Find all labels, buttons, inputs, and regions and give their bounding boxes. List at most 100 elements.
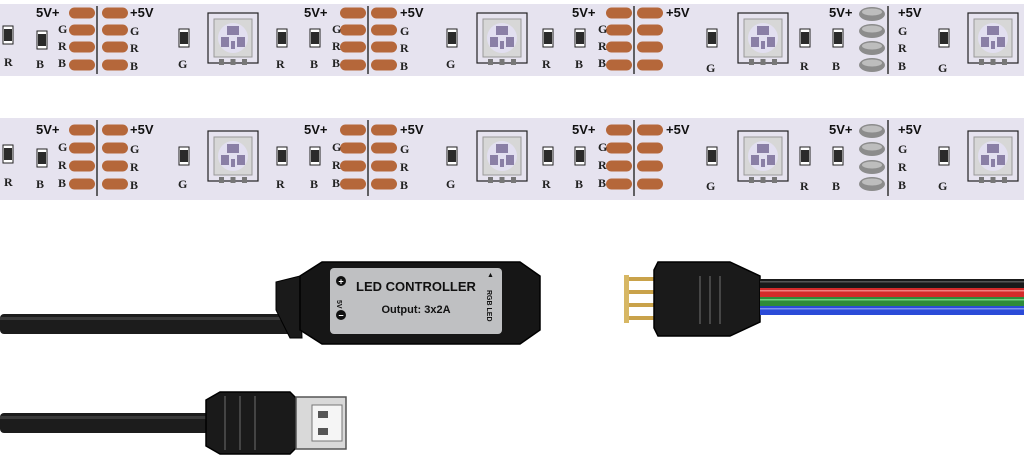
label-r: R (898, 160, 907, 174)
controller-label (330, 268, 502, 334)
label-b: B (58, 176, 66, 190)
led-strip-bottom: 5V+ +5V G R B R B G R B G R B G R B 5V+ … (0, 118, 1024, 200)
rgb-led-chip (207, 12, 259, 66)
label-plus-5v: +5V (400, 122, 424, 137)
label-g: G (58, 140, 67, 154)
label-b: B (130, 59, 138, 73)
label-5v-plus: 5V+ (36, 122, 60, 137)
label-g: G (446, 177, 455, 191)
label-b: B (36, 57, 44, 71)
label-r: R (58, 158, 67, 172)
connector-housing (653, 261, 761, 337)
label-plus-5v: +5V (666, 5, 690, 20)
voltage-label: 5V (335, 300, 342, 309)
rgb-led-chip (967, 130, 1019, 184)
rgb-led-side-label: RGB LED (485, 290, 492, 322)
label-b: B (575, 177, 583, 191)
label-plus-5v: +5V (898, 5, 922, 20)
strip-labels: 5V+ +5V G R B R B G R B G R B G R B 5V+ … (4, 5, 947, 75)
label-r: R (400, 41, 409, 55)
label-5v-plus: 5V+ (829, 122, 853, 137)
led-controller-assembly: LED CONTROLLER Output: 3x2A + 5V − ▲ RGB… (0, 261, 541, 345)
label-b: B (598, 176, 606, 190)
minus-marker-icon (336, 310, 346, 320)
rgb-led-chip (737, 130, 789, 184)
label-g: G (58, 22, 67, 36)
rgb-led-chip (476, 12, 528, 66)
label-5v-plus: 5V+ (829, 5, 853, 20)
label-b: B (832, 59, 840, 73)
label-r: R (800, 179, 809, 193)
rgb-wires (760, 279, 1024, 315)
connector-pins (624, 275, 658, 323)
label-r: R (4, 175, 13, 189)
label-r: R (598, 39, 607, 53)
label-r: R (898, 41, 907, 55)
label-b: B (400, 178, 408, 192)
direction-arrow-icon: ▲ (487, 272, 494, 279)
label-g: G (938, 61, 947, 75)
label-r: R (130, 160, 139, 174)
label-plus-5v: +5V (130, 5, 154, 20)
label-r: R (800, 59, 809, 73)
plus-sign: + (338, 277, 343, 287)
label-g: G (400, 24, 409, 38)
label-plus-5v: +5V (666, 122, 690, 137)
label-r: R (276, 57, 285, 71)
usb-cable (0, 391, 347, 455)
label-g: G (130, 24, 139, 38)
label-5v-plus: 5V+ (36, 5, 60, 20)
label-plus-5v: +5V (400, 5, 424, 20)
label-b: B (332, 176, 340, 190)
label-r: R (542, 57, 551, 71)
label-g: G (178, 177, 187, 191)
label-5v-plus: 5V+ (572, 122, 596, 137)
label-g: G (130, 142, 139, 156)
label-r: R (332, 158, 341, 172)
rgb-led-chip (207, 130, 259, 184)
label-b: B (575, 57, 583, 71)
label-b: B (310, 177, 318, 191)
strip-labels: 5V+ +5V G R B R B G R B G R B G R B 5V+ … (4, 122, 947, 193)
label-g: G (332, 22, 341, 36)
rgb-connector-cable (624, 261, 1024, 337)
rgb-led-chip (967, 12, 1019, 66)
label-g: G (898, 24, 907, 38)
label-r: R (400, 160, 409, 174)
label-r: R (332, 39, 341, 53)
label-b: B (332, 56, 340, 70)
controller-title: LED CONTROLLER (356, 279, 476, 294)
label-plus-5v: +5V (130, 122, 154, 137)
label-g: G (706, 61, 715, 75)
led-strip-top: 5V+ +5V G R B R B G R B G R B G R B 5V+ … (0, 4, 1024, 76)
label-r: R (130, 41, 139, 55)
minus-sign: − (338, 311, 343, 321)
label-r: R (598, 158, 607, 172)
label-r: R (542, 177, 551, 191)
label-r: R (4, 55, 13, 69)
label-r: R (58, 39, 67, 53)
rgb-led-chip (476, 130, 528, 184)
label-b: B (400, 59, 408, 73)
usb-a-plug-icon (205, 391, 297, 455)
label-b: B (832, 179, 840, 193)
label-5v-plus: 5V+ (304, 122, 328, 137)
label-g: G (332, 140, 341, 154)
label-b: B (130, 178, 138, 192)
label-b: B (598, 56, 606, 70)
label-g: G (938, 179, 947, 193)
label-b: B (310, 57, 318, 71)
label-b: B (58, 56, 66, 70)
label-g: G (598, 22, 607, 36)
label-b: B (898, 59, 906, 73)
label-r: R (276, 177, 285, 191)
label-5v-plus: 5V+ (572, 5, 596, 20)
label-g: G (446, 57, 455, 71)
label-g: G (400, 142, 409, 156)
controller-output-spec: Output: 3x2A (381, 304, 450, 316)
label-plus-5v: +5V (898, 122, 922, 137)
label-g: G (898, 142, 907, 156)
plus-marker-icon (336, 276, 346, 286)
label-b: B (36, 177, 44, 191)
